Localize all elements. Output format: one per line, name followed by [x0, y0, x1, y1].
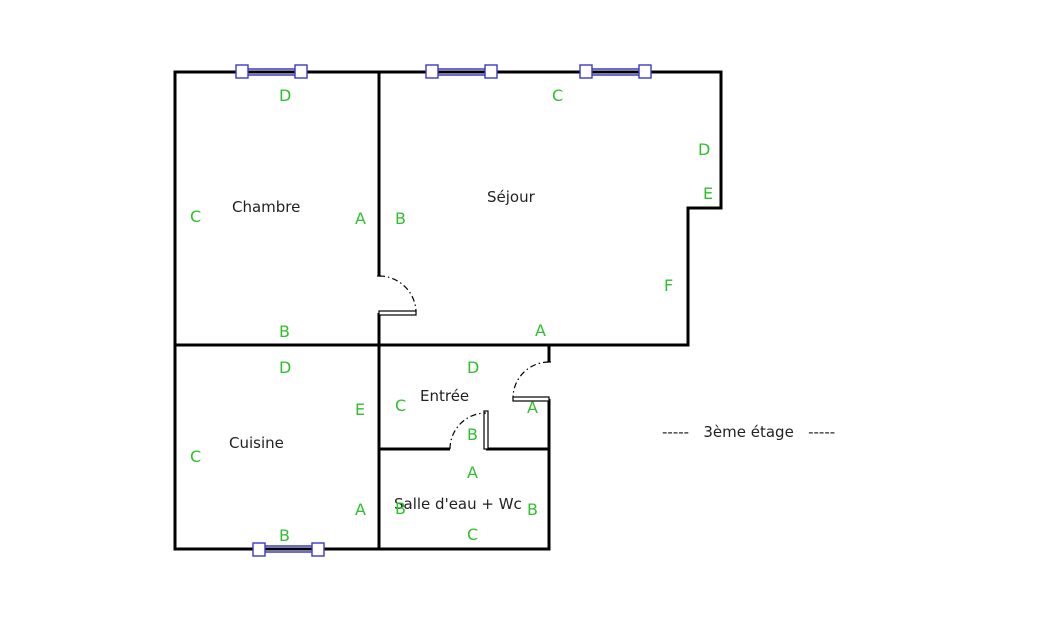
wall-letter-salle-right: B [527, 500, 538, 519]
window-sejour-2 [579, 64, 652, 79]
wall-letter-salle-left: B [395, 499, 406, 518]
wall-letter-chambre-left: C [190, 207, 201, 226]
wall-letter-cuisine-right-upper: E [355, 400, 365, 419]
room-label-sejour: Séjour [487, 188, 536, 206]
wall-letter-sejour-right-upper: D [698, 140, 710, 159]
wall-letter-chambre-top: D [279, 86, 291, 105]
wall-letter-salle-bottom: C [467, 525, 478, 544]
wall-letter-sejour-step: E [703, 184, 713, 203]
wall-sejour-right [686, 70, 723, 347]
wall-letter-chambre-right: A [355, 209, 366, 228]
room-label-salle: Salle d'eau + Wc [394, 495, 522, 513]
wall-letters: D C A B C D E B F A D C E A B D C A B A … [190, 86, 713, 545]
door-salle [449, 410, 489, 452]
windows [235, 64, 652, 557]
wall-letter-sejour-bottom: A [535, 321, 546, 340]
room-label-chambre: Chambre [232, 198, 300, 216]
window-sejour-1 [425, 64, 498, 79]
room-labels: Chambre Séjour Cuisine Entrée Salle d'ea… [229, 188, 536, 513]
wall-letter-sejour-top: C [552, 86, 563, 105]
door-entree-sejour [512, 361, 552, 402]
wall-letter-entree-top: D [467, 358, 479, 377]
wall-letter-cuisine-bottom: B [279, 526, 290, 545]
door-chambre-sejour [376, 275, 417, 316]
wall-letter-salle-top: A [467, 463, 478, 482]
doors [376, 275, 552, 452]
wall-letter-entree-bottom: B [467, 425, 478, 444]
wall-letter-cuisine-top: D [279, 358, 291, 377]
window-cuisine [252, 542, 325, 557]
wall-letter-sejour-left: B [395, 209, 406, 228]
wall-letter-entree-right: A [527, 398, 538, 417]
wall-letter-chambre-bottom: B [279, 322, 290, 341]
room-label-entree: Entrée [420, 387, 469, 405]
wall-letter-cuisine-right-lower: A [355, 500, 366, 519]
wall-letter-entree-left: C [395, 396, 406, 415]
wall-letter-cuisine-left: C [190, 447, 201, 466]
window-chambre [235, 64, 308, 79]
room-label-cuisine: Cuisine [229, 434, 284, 452]
walls [173, 70, 723, 551]
wall-letter-sejour-right-lower: F [664, 276, 673, 295]
floor-label: ----- 3ème étage ----- [662, 423, 835, 441]
